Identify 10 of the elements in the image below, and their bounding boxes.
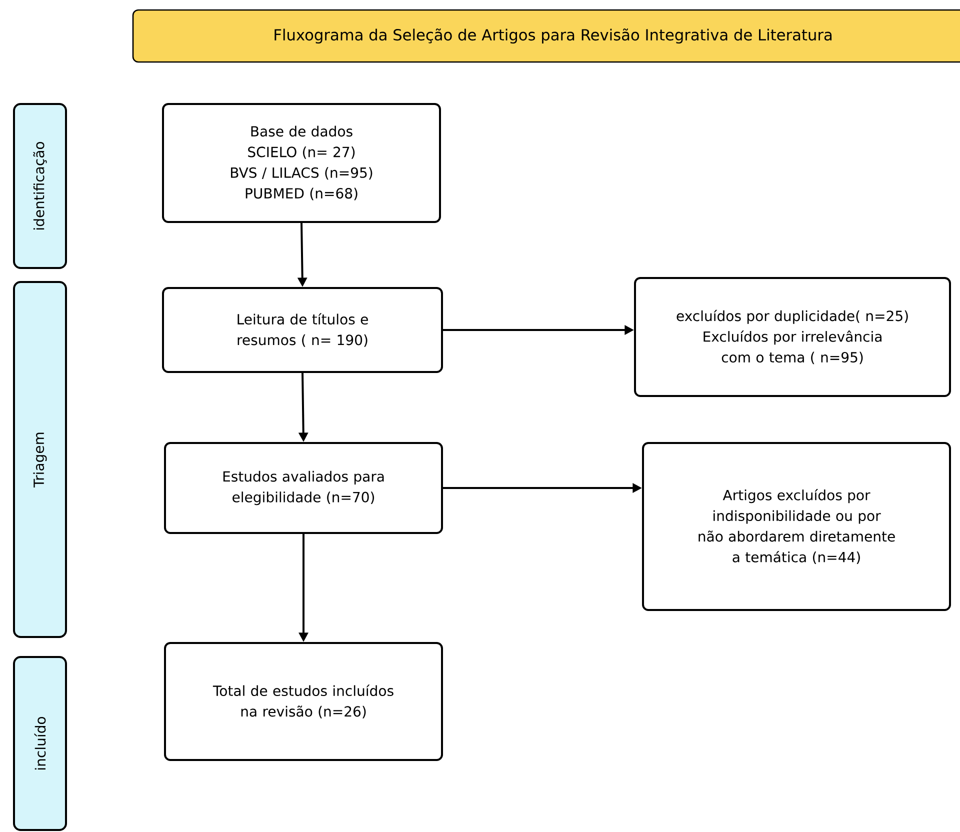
process-box: Total de estudos incluídos na revisão (n=26): [164, 642, 443, 761]
process-box: Artigos excluídos por indisponibilidade ou por não abordarem diretamente a temática (n=44): [642, 442, 951, 611]
process-box: Estudos avaliados para elegibilidade (n=70): [164, 442, 443, 534]
stage-band: incluído: [13, 656, 67, 831]
stage-band: identificação: [13, 103, 67, 269]
stage-band: Triagem: [13, 281, 67, 638]
process-box: excluídos por duplicidade( n=25) Excluídos por irrelevância com o tema ( n=95): [634, 277, 951, 397]
process-box: Leitura de títulos e resumos ( n= 190): [162, 287, 443, 373]
title-banner: Fluxograma da Seleção de Artigos para Revisão Integrativa de Literatura: [132, 9, 960, 63]
process-box: Base de dados SCIELO (n= 27) BVS / LILACS (n=95) PUBMED (n=68): [162, 103, 441, 223]
